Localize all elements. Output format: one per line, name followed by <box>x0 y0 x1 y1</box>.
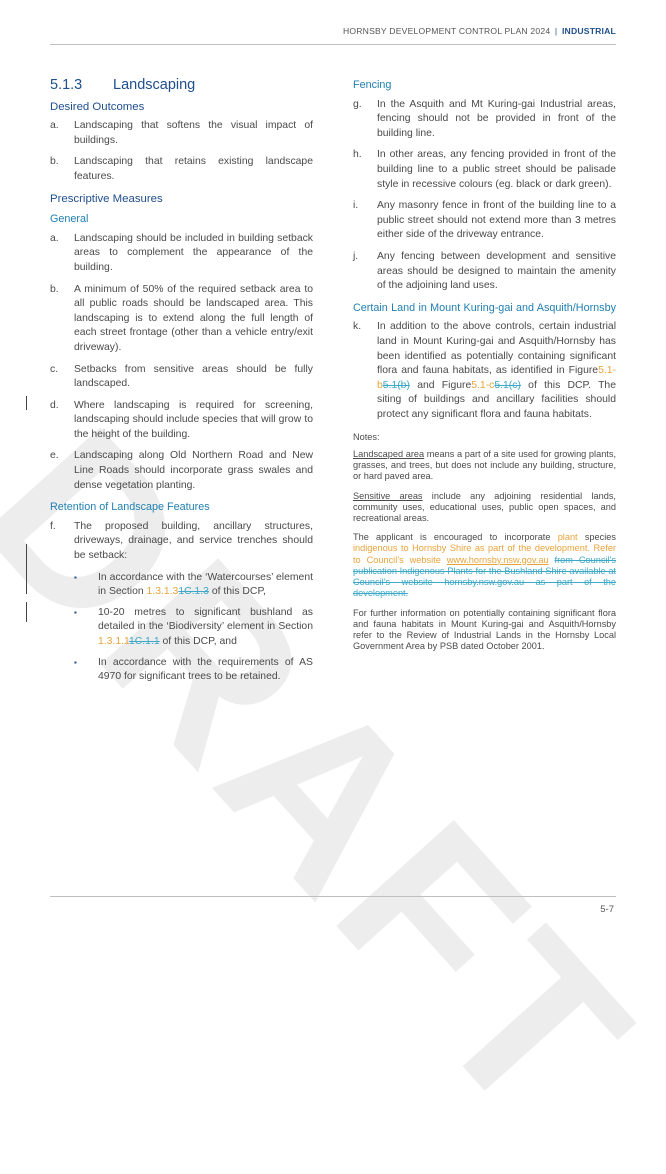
item-text: Landscaping that softens the visual impa… <box>74 120 313 146</box>
item-text: Any masonry fence in front of the buildi… <box>377 200 616 241</box>
deleted-text: from Council’s publication Indigenous Pl… <box>353 554 616 599</box>
item-text: The proposed building, ancillary structu… <box>74 520 313 562</box>
running-header: HORNSBY DEVELOPMENT CONTROL PLAN 2024 | … <box>0 26 616 36</box>
change-bar <box>26 602 27 622</box>
item-letter: b. <box>50 156 59 168</box>
list-item: k. In addition to the above controls, ce… <box>353 320 616 422</box>
general-heading: General <box>50 213 89 226</box>
list-item: i. Any masonry fence in front of the bui… <box>353 199 616 243</box>
deleted-ref: 5.1(b) <box>382 379 410 391</box>
header-section: INDUSTRIAL <box>561 26 616 36</box>
deleted-ref: 1C.1.1 <box>129 636 160 647</box>
left-column: 5.1.3 Landscaping Desired Outcomes a. Lan… <box>50 78 313 691</box>
list-item: j. Any fencing between development and s… <box>353 250 616 294</box>
item-letter: d. <box>50 399 59 411</box>
item-text: Landscaping should be included in buildi… <box>74 232 313 273</box>
section-number: 5.1.3 <box>50 77 83 93</box>
item-text: In the Asquith and Mt Kuring-gai Industr… <box>377 98 616 139</box>
section-heading: 5.1.3 Landscaping <box>50 78 313 93</box>
bullet-text: 10-20 metres to significant bushland as … <box>98 606 313 647</box>
item-text: Landscaping that retains existing landsc… <box>74 156 313 182</box>
item-text: Any fencing between development and sens… <box>377 250 616 292</box>
inserted-ref: 1.3.1.1 <box>98 636 130 647</box>
note-indigenous-plants: The applicant is encouraged to incorpora… <box>353 532 616 599</box>
list-item: a. Landscaping that softens the visual i… <box>50 119 313 148</box>
council-website-link[interactable]: www.hornsby.nsw.gov.au <box>446 554 549 565</box>
bullet-item: ▪ In accordance with the requirements of… <box>74 656 313 685</box>
list-item: g. In the Asquith and Mt Kuring-gai Indu… <box>353 98 616 142</box>
list-item: d. Where landscaping is required for scr… <box>50 399 313 443</box>
item-letter: a. <box>50 232 59 244</box>
bullet-item: ▪ In accordance with the ‘Watercourses’ … <box>74 571 313 600</box>
item-text: Setbacks from sensitive areas should be … <box>74 363 313 390</box>
right-column: Fencing g. In the Asquith and Mt Kuring-… <box>353 78 616 660</box>
retention-heading: Retention of Landscape Features <box>50 501 210 514</box>
note-landscaped-area: Landscaped area means a part of a site u… <box>353 449 617 482</box>
bullet-icon: ▪ <box>74 657 77 667</box>
item-letter: c. <box>50 363 59 375</box>
item-text: In addition to the above controls, certa… <box>377 321 616 420</box>
item-text: Where landscaping is required for screen… <box>74 399 313 440</box>
header-doc-title: HORNSBY DEVELOPMENT CONTROL PLAN 2024 <box>342 26 551 36</box>
list-item: h. In other areas, any fencing provided … <box>353 148 616 192</box>
inserted-text: indigenous to Hornsby Shire as part of t… <box>353 543 616 565</box>
fencing-heading: Fencing <box>353 79 392 91</box>
item-letter: i. <box>353 200 359 212</box>
item-letter: b. <box>50 283 59 295</box>
section-title: Landscaping <box>113 77 196 93</box>
prescriptive-measures-heading: Prescriptive Measures <box>50 192 163 205</box>
list-item: a. Landscaping should be included in bui… <box>50 232 313 276</box>
header-separator: | <box>554 26 558 36</box>
bullet-text: In accordance with the ‘Watercourses’ el… <box>98 571 313 598</box>
inserted-ref: 5.1-c <box>471 379 495 391</box>
inserted-text: plant <box>557 532 578 543</box>
item-text: In other areas, any fencing provided in … <box>377 149 616 190</box>
change-bar <box>26 544 27 594</box>
item-letter: g. <box>353 98 362 110</box>
page-number: 5-7 <box>600 904 614 915</box>
item-letter: k. <box>353 321 362 333</box>
item-letter: j. <box>353 250 359 262</box>
bullet-text: In accordance with the requirements of A… <box>98 656 313 683</box>
item-text: Landscaping along Old Northern Road and … <box>74 450 313 491</box>
list-item: e. Landscaping along Old Northern Road a… <box>50 449 313 493</box>
list-item: b. Landscaping that retains existing lan… <box>50 155 313 184</box>
list-item: f. The proposed building, ancillary stru… <box>50 520 313 564</box>
list-item: c. Setbacks from sensitive areas should … <box>50 363 313 392</box>
desired-outcomes-heading: Desired Outcomes <box>50 100 145 113</box>
item-letter: h. <box>353 149 362 161</box>
notes-label: Notes: <box>353 432 380 443</box>
deleted-ref: 5.1(c) <box>494 379 521 391</box>
bullet-item: ▪ 10-20 metres to significant bushland a… <box>74 606 313 650</box>
note-term: Landscaped area <box>353 449 425 460</box>
item-letter: a. <box>50 120 59 132</box>
change-bar <box>26 396 27 410</box>
note-further-information: For further information on potentially c… <box>353 607 616 652</box>
inserted-ref: 5.1-b <box>377 365 616 391</box>
item-letter: e. <box>50 450 59 462</box>
note-term: Sensitive areas <box>353 490 423 501</box>
item-letter: f. <box>50 520 56 532</box>
list-item: b. A minimum of 50% of the required setb… <box>50 283 313 356</box>
item-text: A minimum of 50% of the required setback… <box>74 283 313 353</box>
inserted-ref: 1.3.1.3 <box>146 586 179 598</box>
note-sensitive-areas: Sensitive areas include any adjoining re… <box>353 490 616 524</box>
deleted-ref: 1C.1.3 <box>178 586 209 598</box>
header-rule <box>50 44 616 45</box>
footer-rule <box>50 896 616 897</box>
bullet-icon: ▪ <box>74 607 77 617</box>
certain-land-heading: Certain Land in Mount Kuring-gai and Asq… <box>353 301 616 314</box>
bullet-icon: ▪ <box>74 572 77 582</box>
